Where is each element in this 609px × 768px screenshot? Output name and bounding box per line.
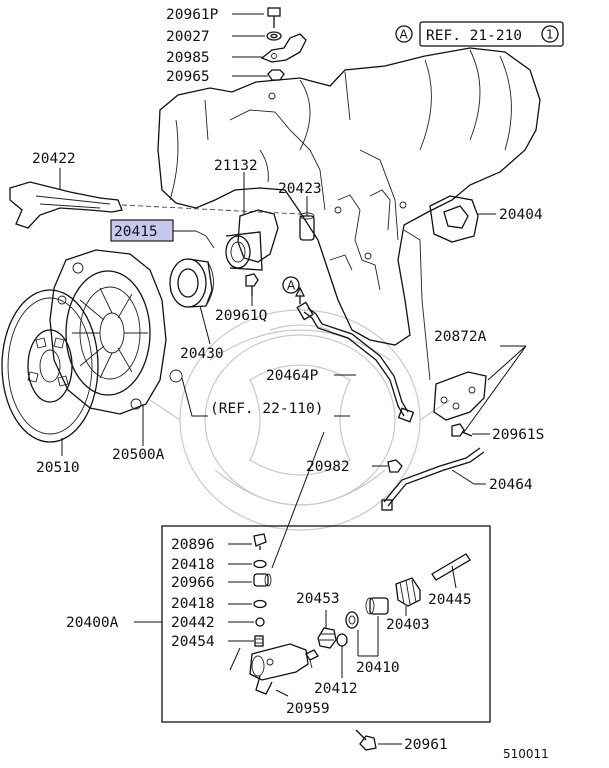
kit-bolt-20896: [228, 533, 267, 550]
label-ref-22-110: (REF. 22-110): [210, 401, 324, 417]
guide-21132: [225, 172, 279, 271]
label-20430: 20430: [180, 346, 224, 362]
kit-spring-20454: [228, 635, 264, 647]
bolt-20961: [355, 729, 402, 751]
label-20404: 20404: [499, 207, 543, 223]
highlight-20415: [110, 219, 215, 249]
label-20400A: 20400A: [66, 615, 119, 631]
kit-box-20400A: [134, 525, 491, 723]
kit-rod-20445: [431, 553, 471, 589]
label-20896: 20896: [171, 537, 215, 553]
kit-ring-20418a: [228, 559, 267, 569]
label-20422: 20422: [32, 151, 76, 167]
kit-seal-20442: [228, 617, 265, 627]
label-20500A: 20500A: [112, 447, 165, 463]
label-20403: 20403: [386, 617, 430, 633]
ref-box-21-210: A REF. 21-210 1: [395, 21, 564, 47]
label-20982: 20982: [306, 459, 350, 475]
watermark-emblem: [149, 290, 451, 531]
bracket-20872A: [403, 229, 527, 433]
label-20464P: 20464P: [266, 368, 319, 384]
clutch-disc-20510: [1, 289, 99, 456]
svg-text:A: A: [287, 279, 296, 293]
label-20961Q: 20961Q: [215, 308, 267, 324]
ref-box-text: REF. 21-210: [426, 28, 522, 44]
kit-body-20959: [229, 643, 309, 697]
label-20423: 20423: [278, 181, 322, 197]
ref-box-circled-number: 1: [546, 28, 554, 42]
top-bolt-20961P: [232, 7, 281, 28]
label-20965: 20965: [166, 69, 210, 85]
washer-20027: [232, 31, 282, 41]
label-20985: 20985: [166, 50, 210, 66]
transmission-housing: [157, 47, 541, 346]
ref-box-marker: A: [400, 28, 409, 42]
kit-boot-20403: [395, 577, 421, 616]
bolt-20961Q: [245, 273, 259, 306]
bracket-20985: [232, 33, 307, 63]
label-20464: 20464: [489, 477, 533, 493]
label-20418-a: 20418: [171, 557, 215, 573]
marker-a: A: [282, 276, 306, 304]
pipe-20464P: [296, 301, 415, 423]
diagram-id: 510011: [503, 747, 549, 761]
ref-22-110-leader: [181, 377, 350, 417]
label-21132: 21132: [214, 158, 258, 174]
label-20966: 20966: [171, 575, 215, 591]
label-20410: 20410: [356, 660, 400, 676]
label-20510: 20510: [36, 460, 80, 476]
kit-seal-20410a: [345, 611, 359, 629]
label-20445: 20445: [428, 592, 472, 608]
kit-spring-20453: [317, 610, 337, 649]
label-20453: 20453: [296, 591, 340, 607]
label-20961S: 20961S: [492, 427, 544, 443]
label-20442: 20442: [171, 615, 215, 631]
label-20961: 20961: [404, 737, 448, 753]
bolt-20961S: [451, 423, 490, 437]
kit-ring-20412: [336, 633, 348, 678]
label-20872A: 20872A: [434, 329, 487, 345]
label-20454: 20454: [171, 634, 215, 650]
label-20418-b: 20418: [171, 596, 215, 612]
label-20027: 20027: [166, 29, 210, 45]
pipe-20464: [381, 447, 486, 511]
leader-20966-up: [271, 431, 325, 569]
kit-sleeve-20966: [228, 573, 272, 587]
label-20961P: 20961P: [166, 7, 219, 23]
clip-20982: [372, 459, 403, 473]
boot-20404: [429, 195, 496, 243]
kit-rod-20412b: [305, 649, 319, 669]
label-20412: 20412: [314, 681, 358, 697]
pivot-20423: [299, 196, 315, 241]
label-20415: 20415: [114, 224, 158, 240]
kit-ring-20418b: [228, 599, 267, 609]
kit-piston-20410: [357, 597, 389, 657]
nut-20965: [232, 69, 285, 81]
label-20959: 20959: [286, 701, 330, 717]
release-fork-20422: [9, 168, 301, 229]
release-bearing-20430: [169, 258, 214, 345]
